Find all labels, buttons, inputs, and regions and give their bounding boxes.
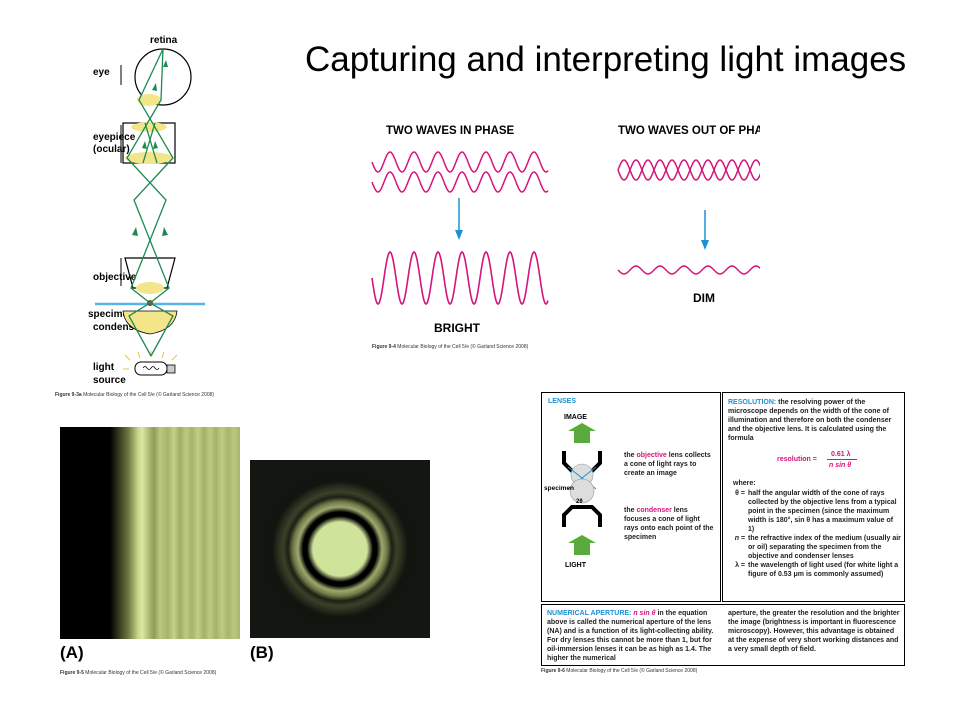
label-ocular: (ocular)	[93, 144, 130, 155]
wave-dim	[617, 265, 760, 275]
wave-out-phase-1	[617, 159, 760, 181]
condenser-text: the condenser lens focuses a cone of lig…	[624, 507, 714, 541]
wave-bright	[371, 250, 549, 306]
label-condenser: condenser	[93, 322, 144, 333]
objective-box	[124, 257, 176, 289]
resolution-box: RESOLUTION: the resolving power of the m…	[722, 392, 905, 602]
formula-label: resolution =	[777, 456, 817, 463]
specimen-label: specimen	[544, 485, 574, 492]
light-label: LIGHT	[565, 562, 586, 569]
na-text-left: NUMERICAL APERTURE: n sin θ in the equat…	[547, 610, 714, 662]
angle-label: 2θ	[576, 499, 583, 505]
eye-lens	[137, 94, 161, 106]
where-label: where:	[733, 480, 756, 487]
image-arrow	[568, 423, 596, 443]
out-phase-title: TWO WAVES OUT OF PHASE	[618, 125, 760, 137]
in-phase-title: TWO WAVES IN PHASE	[386, 125, 515, 137]
label-source: source	[93, 375, 126, 386]
condenser-lens	[122, 310, 178, 335]
microscope-diagram: retina eye eyepiece (ocular) objective s…	[88, 35, 205, 386]
dim-label: DIM	[693, 291, 715, 305]
label-eye: eye	[93, 67, 110, 78]
resolution-text: RESOLUTION: the resolving power of the m…	[728, 399, 892, 442]
na-text-right: aperture, the greater the resolution and…	[728, 610, 900, 653]
bright-label: BRIGHT	[434, 321, 481, 335]
lenses-box: LENSES 2θ IMAGE LIGHT specimen the objec…	[541, 392, 721, 602]
objective-text: the objective lens collects a cone of li…	[624, 452, 711, 477]
lenses-heading: LENSES	[548, 398, 577, 405]
label-eyepiece: eyepiece	[93, 132, 136, 143]
light-rays	[126, 48, 174, 357]
slide-title: Capturing and interpreting light images	[305, 40, 907, 79]
formula-numerator: 0.61 λ	[831, 451, 851, 458]
optics-caption: Figure 9-6 Molecular Biology of the Cell…	[541, 668, 698, 674]
diffraction-pattern-a	[60, 427, 240, 639]
diffraction-caption: Figure 9-5 Molecular Biology of the Cell…	[60, 670, 217, 676]
waves-caption: Figure 9-4 Molecular Biology of the Cell…	[372, 344, 529, 350]
optics-panel: LENSES 2θ IMAGE LIGHT specimen the objec…	[537, 388, 908, 674]
wave-in-phase-1	[371, 151, 549, 173]
definition-list: θ =half the angular width of the cone of…	[727, 489, 901, 579]
lens-cone-figure: 2θ	[562, 423, 602, 555]
image-label: IMAGE	[564, 414, 587, 421]
wave-interference-diagram: TWO WAVES IN PHASE TWO WAVES OUT OF PHAS…	[371, 125, 760, 335]
wave-in-phase-2	[371, 171, 549, 193]
wave-out-phase-2	[617, 159, 760, 181]
lambda-definition: λ =the wavelength of light used (for whi…	[735, 562, 899, 578]
label-b: (B)	[250, 643, 274, 662]
numerical-aperture-box: NUMERICAL APERTURE: n sin θ in the equat…	[541, 604, 905, 666]
theta-definition: θ =half the angular width of the cone of…	[735, 490, 897, 533]
label-objective: objective	[93, 272, 137, 283]
label-a: (A)	[60, 643, 84, 662]
formula-denominator: n sin θ	[829, 462, 852, 469]
diffraction-pattern-b	[250, 460, 430, 638]
label-light: light	[93, 362, 115, 373]
n-definition: n =the refractive index of the medium (u…	[734, 535, 901, 560]
formula-divider	[827, 459, 857, 460]
label-specimen: specimen	[88, 309, 134, 320]
label-retina: retina	[150, 35, 178, 46]
light-arrow	[568, 535, 596, 555]
microscope-caption: Figure 9-3a Molecular Biology of the Cel…	[55, 392, 215, 398]
